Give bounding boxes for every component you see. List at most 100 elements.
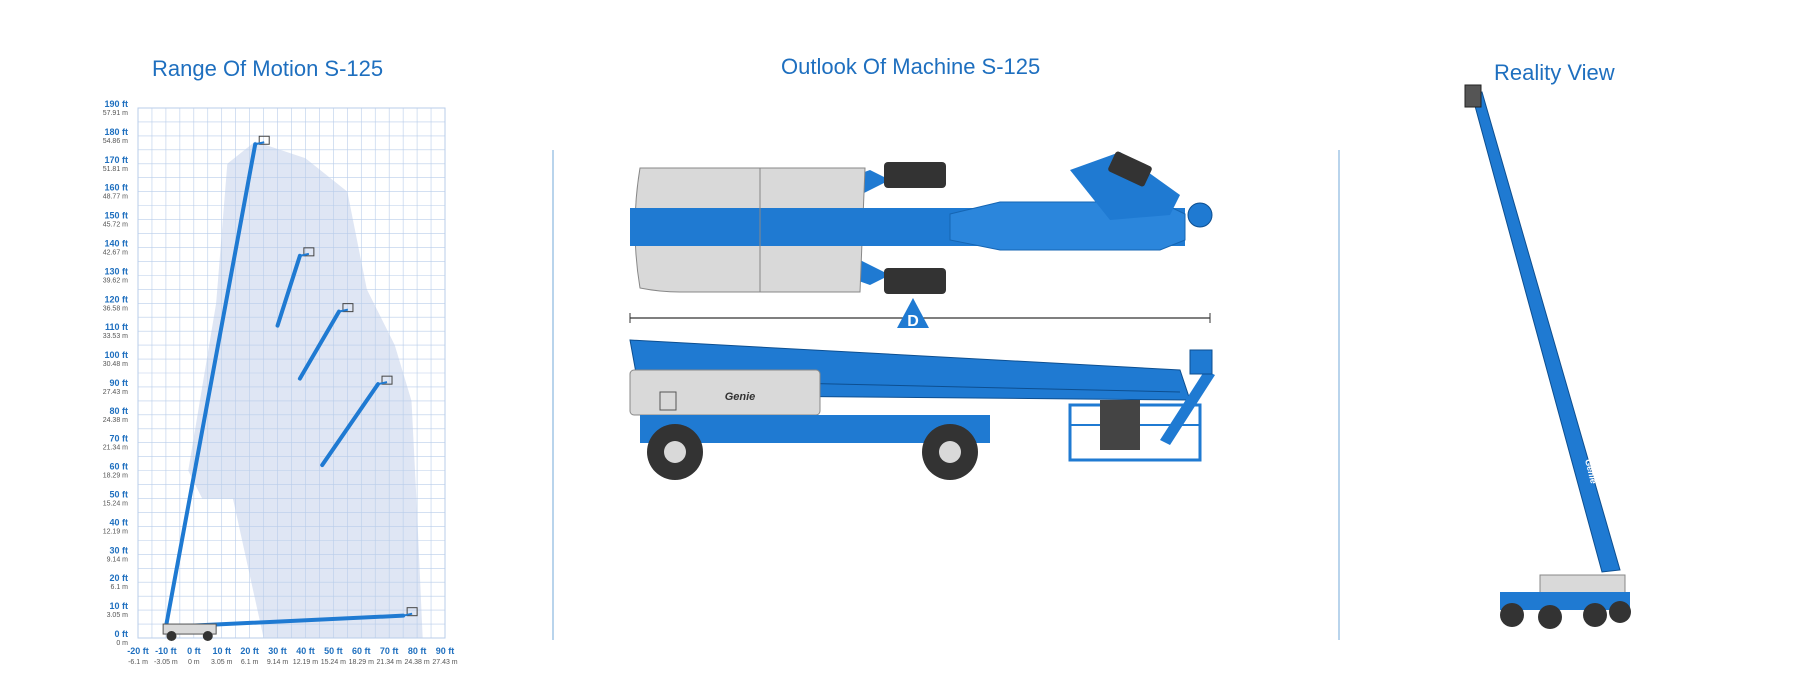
y-tick-label: 150 ft <box>104 211 128 221</box>
y-tick-label: 70 ft <box>109 434 128 444</box>
machine-wheel-rear <box>166 631 177 641</box>
x-tick-label: 0 ft <box>187 646 201 656</box>
boom-jib-line <box>402 612 413 617</box>
dimension-marker <box>897 298 929 328</box>
y-tick-label: 190 ft <box>104 99 128 109</box>
x-tick-label: 10 ft <box>212 646 231 656</box>
boom-platform-icon <box>381 375 393 385</box>
machine-wheel-front <box>202 631 213 641</box>
y-tick-metric: 51.81 m <box>103 166 128 173</box>
x-tick-metric: 9.14 m <box>267 659 289 666</box>
dimension-label: D <box>907 313 919 330</box>
y-tick-metric: 48.77 m <box>103 194 128 201</box>
base-machine-icon <box>162 623 217 641</box>
y-tick-metric: 12.19 m <box>103 528 128 535</box>
y-tick-label: 50 ft <box>109 490 128 500</box>
boom-platform-icon <box>342 303 354 313</box>
y-tick-label: 30 ft <box>109 545 128 555</box>
x-tick-label: -20 ft <box>127 646 149 656</box>
y-tick-metric: 39.62 m <box>103 277 128 284</box>
x-tick-label: 30 ft <box>268 646 287 656</box>
y-tick-label: 80 ft <box>109 406 128 416</box>
y-tick-label: 110 ft <box>105 322 128 332</box>
x-tick-metric: 6.1 m <box>241 659 259 666</box>
chart-grid <box>137 107 446 639</box>
side-view-platform-motor <box>1100 400 1140 450</box>
y-tick-metric: 42.67 m <box>103 249 128 256</box>
y-tick-metric: 27.43 m <box>103 389 128 396</box>
boom-line <box>163 142 258 629</box>
y-tick-metric: 18.29 m <box>103 473 128 480</box>
x-tick-metric: -6.1 m <box>128 659 148 666</box>
x-tick-label: 60 ft <box>352 646 371 656</box>
y-tick-label: 20 ft <box>109 573 128 583</box>
x-tick-metric: 15.24 m <box>321 659 346 666</box>
top-view-platform <box>1108 151 1152 187</box>
y-tick-metric: 54.86 m <box>103 138 128 145</box>
y-tick-metric: 36.58 m <box>103 305 128 312</box>
x-tick-label: -10 ft <box>155 646 177 656</box>
y-tick-metric: 24.38 m <box>103 417 128 424</box>
y-tick-label: 180 ft <box>104 127 128 137</box>
top-view <box>630 151 1213 294</box>
y-tick-metric: 33.53 m <box>103 333 128 340</box>
side-view: Genie <box>629 339 1215 480</box>
boom-line <box>320 382 381 468</box>
x-tick-metric: 24.38 m <box>404 659 429 666</box>
reality-wheel-rear <box>1500 603 1524 627</box>
section-divider-right <box>1338 150 1340 640</box>
top-view-turntable <box>630 208 870 246</box>
top-view-wheel-front <box>884 162 946 188</box>
boom-platform-icon <box>303 247 315 257</box>
reality-view-image: Genie SX-180 <box>1464 84 1631 629</box>
x-tick-metric: 12.19 m <box>293 659 318 666</box>
y-tick-label: 100 ft <box>104 350 128 360</box>
side-view-jib <box>1160 370 1215 445</box>
boom-jib-line <box>255 141 265 146</box>
machine-body <box>162 623 217 635</box>
y-tick-label: 120 ft <box>104 294 128 304</box>
outlook-title: Outlook Of Machine S-125 <box>781 54 1041 79</box>
x-tick-label: 40 ft <box>296 646 315 656</box>
x-tick-metric: 3.05 m <box>211 659 233 666</box>
boom-line <box>297 309 341 381</box>
y-tick-metric: 57.91 m <box>103 110 128 117</box>
y-tick-label: 90 ft <box>109 378 128 388</box>
side-view-boom-head <box>1189 349 1213 375</box>
y-tick-label: 160 ft <box>104 183 128 193</box>
top-view-boom-head <box>1187 202 1213 228</box>
range-of-motion-title: Range Of Motion S-125 <box>152 56 384 81</box>
range-of-motion-chart: 0 ft0 m10 ft3.05 m20 ft6.1 m30 ft9.14 m4… <box>103 99 458 666</box>
side-view-brand: Genie <box>725 391 756 403</box>
side-view-hub-front <box>939 441 961 463</box>
y-tick-label: 10 ft <box>109 601 128 611</box>
y-tick-label: 0 ft <box>115 629 129 639</box>
x-tick-label: 70 ft <box>380 646 399 656</box>
y-tick-label: 130 ft <box>104 266 128 276</box>
x-tick-label: 20 ft <box>240 646 259 656</box>
y-tick-metric: 0 m <box>116 640 128 647</box>
x-tick-metric: 0 m <box>188 659 200 666</box>
side-view-panel <box>659 391 677 411</box>
x-tick-label: 80 ft <box>408 646 427 656</box>
x-tick-label: 90 ft <box>436 646 455 656</box>
reality-platform <box>1464 84 1482 108</box>
x-tick-metric: -3.05 m <box>154 659 178 666</box>
side-view-hub-rear <box>664 441 686 463</box>
x-tick-metric: 18.29 m <box>349 659 374 666</box>
x-tick-label: 50 ft <box>324 646 343 656</box>
y-tick-label: 170 ft <box>104 155 128 165</box>
y-tick-metric: 3.05 m <box>107 612 129 619</box>
boom-platform-icon <box>406 607 418 617</box>
reality-model: SX-180 <box>1599 473 1618 508</box>
y-tick-metric: 30.48 m <box>103 361 128 368</box>
y-axis-ticks: 0 ft0 m 10 ft3.05 m 20 ft6.1 m 30 ft9.14 m 4… <box>103 99 128 647</box>
x-axis-ticks: -20 ft -6.1 m -10 ft -3.05 m 0 ft 0 m 10 ft 3.0… <box>127 646 458 666</box>
y-tick-metric: 6.1 m <box>110 584 128 591</box>
reality-wheel-front <box>1583 603 1607 627</box>
boom-jib-line <box>377 381 388 386</box>
y-tick-metric: 9.14 m <box>107 556 129 563</box>
x-tick-metric: 21.34 m <box>377 659 402 666</box>
y-tick-label: 140 ft <box>104 238 128 248</box>
section-divider-left <box>552 150 554 640</box>
